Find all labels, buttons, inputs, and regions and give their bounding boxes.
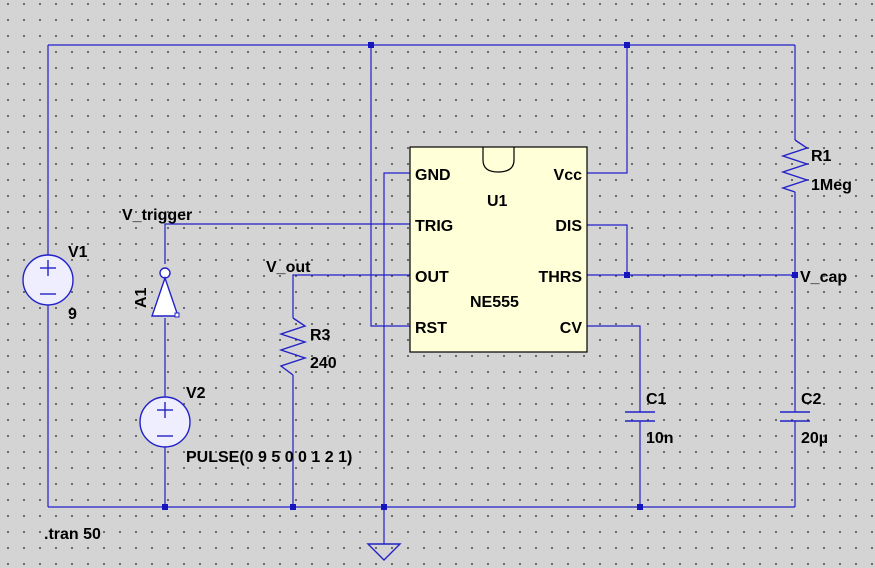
junctions [162, 42, 798, 510]
pin-vcc: Vcc [554, 167, 583, 184]
pin-out: OUT [415, 269, 449, 286]
ic-type: NE555 [470, 294, 519, 311]
wire-cv[interactable] [587, 325, 641, 408]
pin-thrs: THRS [538, 269, 582, 286]
inverter-pin [174, 312, 180, 318]
wire-rst[interactable] [370, 45, 410, 327]
r1-value: 1Meg [811, 177, 852, 194]
pin-cv: CV [560, 320, 583, 337]
net-label-v-out[interactable]: V_out [266, 259, 311, 276]
source-v1[interactable]: V1 9 [22, 244, 88, 323]
wire-out[interactable] [292, 274, 410, 318]
ic-body[interactable] [409, 146, 588, 353]
capacitor-c1[interactable]: C1 10n [625, 391, 674, 447]
ground-symbol[interactable] [366, 543, 402, 561]
wire-gnd[interactable] [383, 172, 410, 544]
capacitor-c2[interactable]: C2 20µ [780, 391, 828, 447]
ic-notch [482, 147, 515, 173]
r3-value: 240 [310, 355, 337, 372]
v2-ref: V2 [186, 385, 206, 402]
a1-ref: A1 [133, 287, 150, 308]
source-v2-body[interactable] [139, 396, 191, 448]
source-v1-body[interactable] [22, 254, 74, 306]
inverter-a1[interactable]: A1 [133, 267, 180, 318]
resistor-r1[interactable]: R1 1Meg [780, 139, 852, 194]
resistor-r3[interactable]: R3 240 [278, 317, 337, 376]
c1-value: 10n [646, 430, 674, 447]
wires[interactable] [47, 44, 796, 544]
c1-ref: C1 [646, 391, 667, 408]
v2-value: PULSE(0 9 5 0 0 1 2 1) [186, 449, 352, 466]
wire-vcc[interactable] [587, 45, 628, 174]
junction-bottom-r3 [290, 504, 296, 510]
wire-dis[interactable] [587, 224, 628, 275]
v1-ref: V1 [68, 244, 88, 261]
junction-bottom-gnd [381, 504, 387, 510]
pin-rst: RST [415, 320, 447, 337]
source-v2[interactable]: V2 PULSE(0 9 5 0 0 1 2 1) [139, 385, 352, 466]
r3-ref: R3 [310, 327, 331, 344]
junction-vcap [792, 272, 798, 278]
inverter-triangle[interactable] [151, 275, 179, 317]
junction-bottom-v2 [162, 504, 168, 510]
pin-gnd: GND [415, 167, 451, 184]
net-label-v-trigger[interactable]: V_trigger [122, 207, 192, 224]
r1-ref: R1 [811, 148, 832, 165]
v1-value: 9 [68, 306, 77, 323]
junction-bottom-c1 [637, 504, 643, 510]
resistor-r1-zigzag[interactable] [780, 139, 810, 193]
resistor-r3-zigzag[interactable] [278, 317, 308, 376]
junction-thrs [624, 272, 630, 278]
c2-ref: C2 [801, 391, 822, 408]
spice-directive[interactable]: .tran 50 [44, 526, 101, 543]
ic-ref: U1 [487, 193, 508, 210]
net-label-v-cap[interactable]: V_cap [800, 269, 847, 286]
pin-dis: DIS [555, 218, 582, 235]
ic-u1[interactable]: U1 NE555 GND TRIG OUT RST Vcc DIS THRS C… [409, 146, 588, 353]
junction-top-rst [368, 42, 374, 48]
c2-value: 20µ [801, 430, 828, 447]
pin-trig: TRIG [415, 218, 453, 235]
wire-trig[interactable] [164, 223, 410, 264]
junction-top-vcc [624, 42, 630, 48]
